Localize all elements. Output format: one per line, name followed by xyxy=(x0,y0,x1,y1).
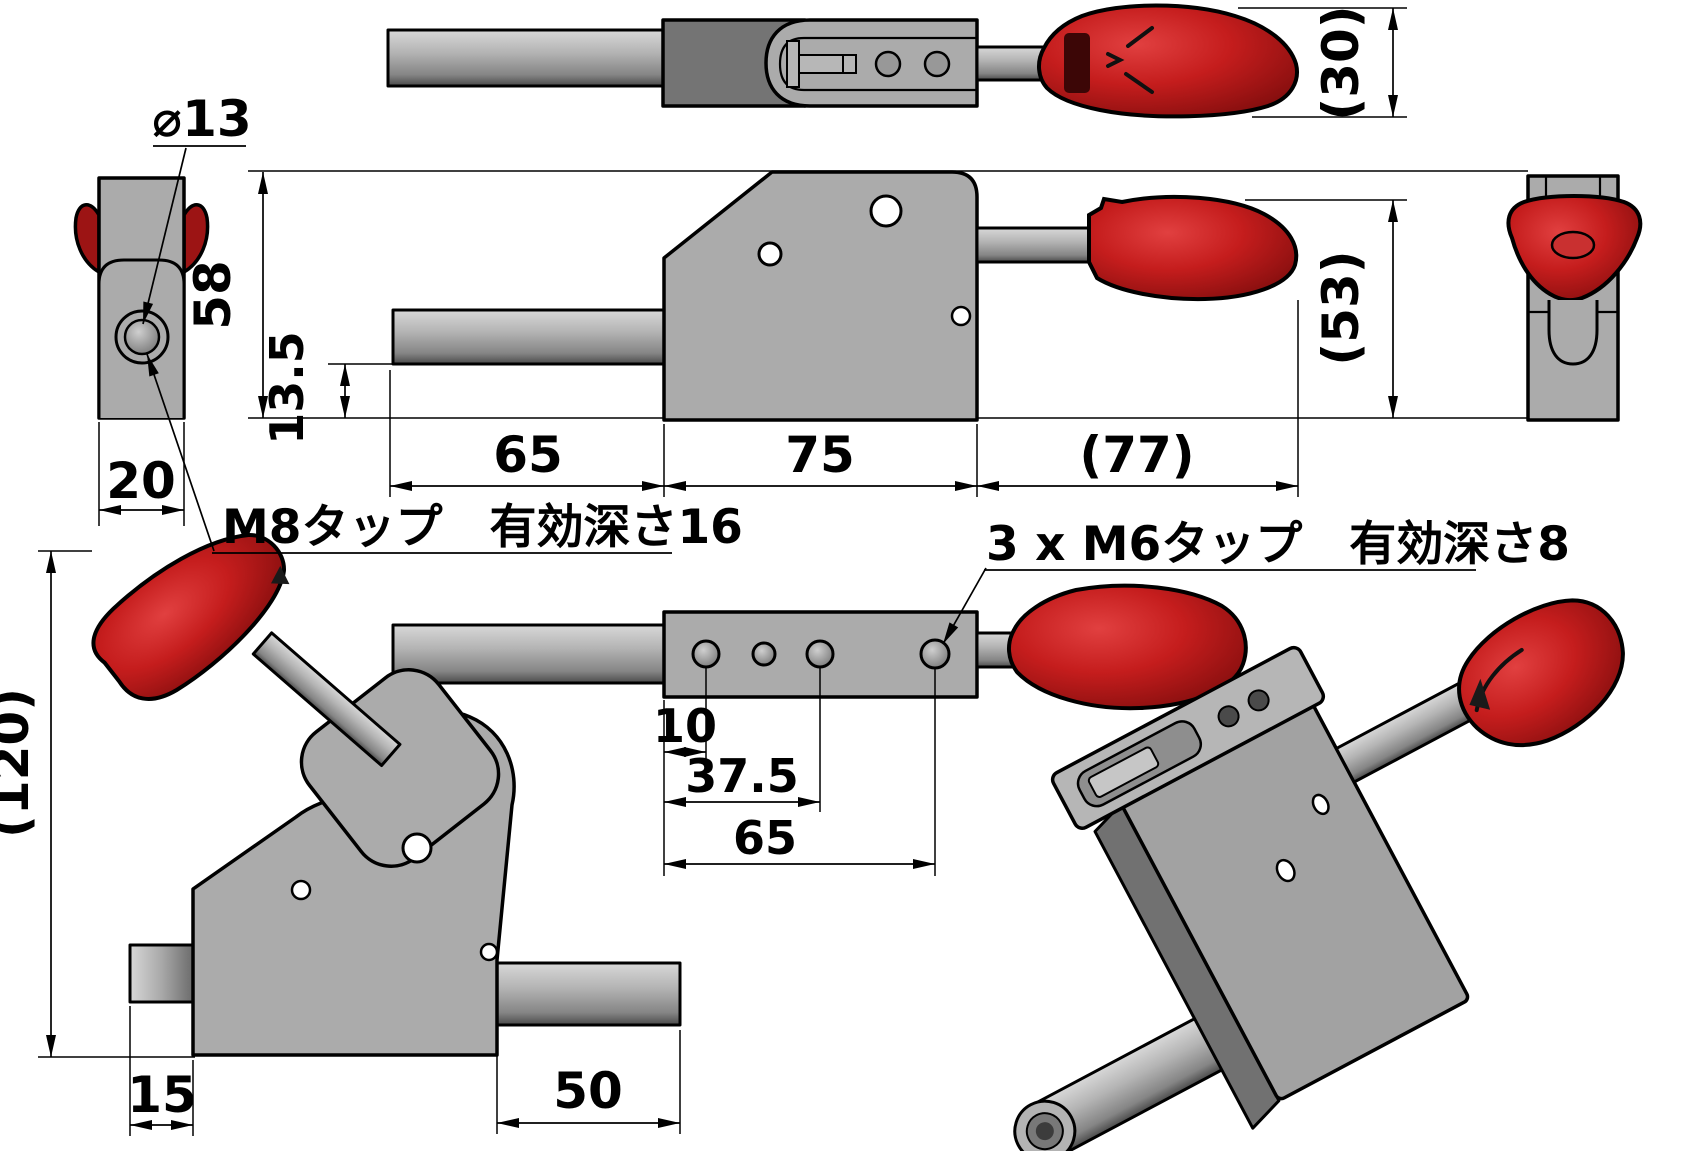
plunger-rod xyxy=(386,28,670,88)
dim-label-30: (30) xyxy=(1312,5,1370,120)
knob-collar-3d xyxy=(1469,678,1491,710)
knob-ear-right xyxy=(182,203,210,274)
handle-knob xyxy=(1007,583,1248,711)
m6-tapped-hole xyxy=(805,639,835,669)
handle-shaft xyxy=(975,45,1049,82)
dim-label-15: 15 xyxy=(127,1066,197,1124)
plunger-rod-stub xyxy=(128,943,196,1004)
body-hole-side xyxy=(479,942,499,962)
leader-line xyxy=(942,567,987,645)
lever-tongue xyxy=(798,54,844,74)
dim-label-37-5: 37.5 xyxy=(685,749,799,803)
lever-slot xyxy=(778,36,977,92)
lever-tongue-step xyxy=(842,54,857,74)
isometric-view xyxy=(1013,598,1625,1151)
front-view xyxy=(248,170,1528,422)
lever-u-slot xyxy=(1547,300,1599,366)
note-m8-tap: M8タップ 有効深さ16 xyxy=(222,500,743,555)
plunger-rod xyxy=(391,308,666,366)
lever-pivot-bar xyxy=(786,40,800,88)
body-hole-3d xyxy=(1275,858,1296,883)
knob-thumb-recess xyxy=(1550,230,1596,260)
dim-label-10: 10 xyxy=(653,699,717,753)
dim-label-75: 75 xyxy=(785,426,855,484)
dim-label-58: 58 xyxy=(184,260,242,330)
body-hole-small xyxy=(290,879,312,901)
lever-in-slot-3d xyxy=(1087,746,1160,798)
handle-knob-3d xyxy=(1457,598,1625,748)
top-view xyxy=(386,3,1299,119)
leader-line xyxy=(142,147,187,325)
dim-label-50: 50 xyxy=(553,1062,623,1120)
note-m6-tap: 3 x M6タップ 有効深さ8 xyxy=(986,517,1570,572)
body-hole-large xyxy=(869,194,903,228)
dim-label-65: 65 xyxy=(493,426,563,484)
plunger-rod xyxy=(391,623,666,685)
handle-shaft-3d xyxy=(1334,681,1480,784)
handle-knob xyxy=(1037,3,1299,119)
handle-knob-open xyxy=(91,532,286,701)
dim-label-120: (120) xyxy=(0,688,40,838)
leader-line xyxy=(146,353,215,552)
rod-thread-bore-center xyxy=(1035,1122,1054,1141)
knob-ear-left xyxy=(73,203,101,274)
dimensions-layer: (30) 58 13.5 20 65 75 (77) (53) (120) xyxy=(0,5,1570,1136)
knob-mold-marks xyxy=(1106,26,1154,94)
top-hole xyxy=(923,50,951,78)
note-dia13: ⌀13 xyxy=(152,90,252,148)
end-view xyxy=(1506,174,1643,422)
m8-tapped-hole xyxy=(123,318,161,356)
body-hole-3d xyxy=(1311,793,1330,816)
top-hole xyxy=(874,50,902,78)
m6-tapped-hole xyxy=(919,638,951,670)
open-view xyxy=(38,532,682,1058)
body-hole-large xyxy=(401,832,433,864)
dim-label-20: 20 xyxy=(106,452,176,510)
clamp-body xyxy=(662,170,979,422)
knob-collar-detail xyxy=(271,565,290,585)
plunger-rod-extended xyxy=(495,961,682,1027)
lever-arm xyxy=(251,631,402,768)
body-hole-small xyxy=(757,241,783,267)
dim-label-53: (53) xyxy=(1312,250,1370,365)
side-view xyxy=(73,176,210,420)
through-hole xyxy=(751,641,777,667)
dim-label-77: (77) xyxy=(1079,426,1194,484)
handle-shaft xyxy=(975,226,1091,264)
handle-knob xyxy=(1087,194,1299,302)
dim-label-13-5: 13.5 xyxy=(260,331,314,445)
tapped-hole-3d xyxy=(1247,689,1270,712)
knob-brand-mark xyxy=(1064,33,1090,93)
body-hole-side xyxy=(950,305,972,327)
tapped-hole-3d xyxy=(1217,705,1240,728)
dim-label-65b: 65 xyxy=(733,811,797,865)
m6-tapped-hole xyxy=(691,639,721,669)
clamp-slot-housing xyxy=(764,18,979,108)
